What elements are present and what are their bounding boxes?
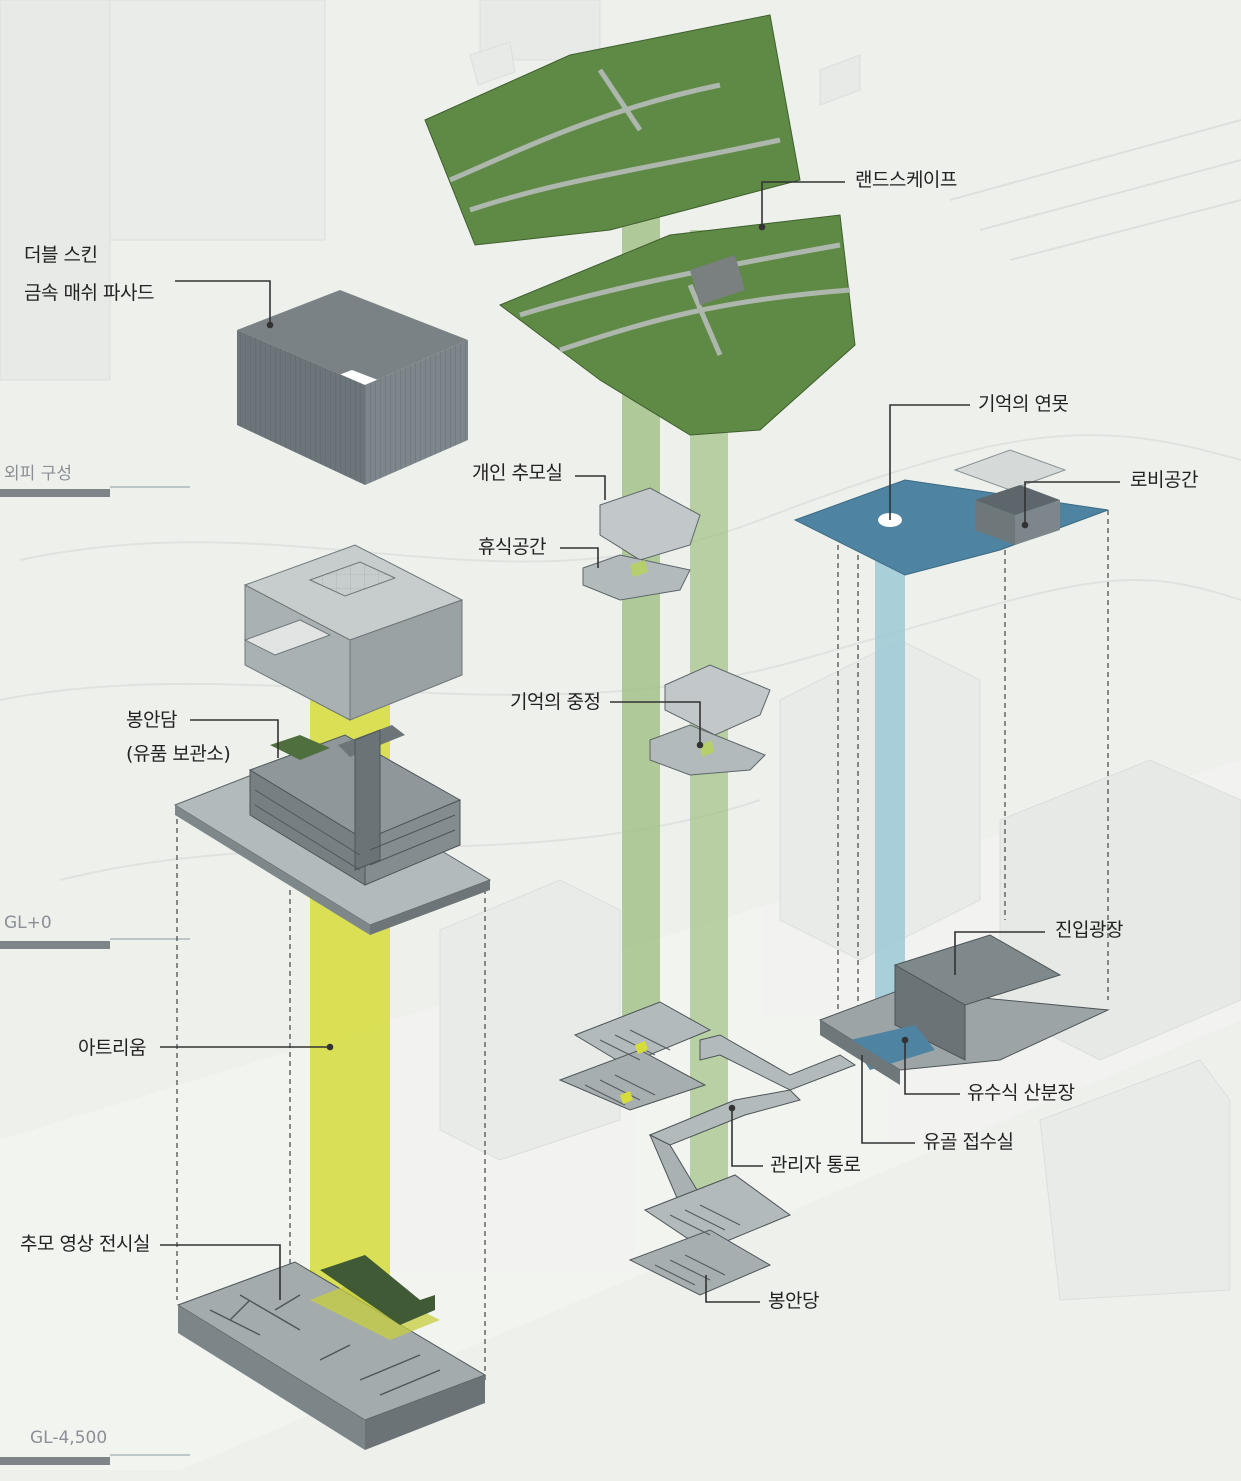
label-enshrinement-wall-2: (유품 보관소) bbox=[126, 742, 230, 766]
level-label-basement: GL-4,500 bbox=[30, 1428, 107, 1448]
memory-pond-lobby bbox=[795, 450, 1108, 575]
label-memory-pond: 기억의 연못 bbox=[978, 392, 1068, 416]
label-running-water-scattering: 유수식 산분장 bbox=[967, 1081, 1074, 1105]
label-private-memorial: 개인 추모실 bbox=[472, 461, 562, 485]
label-double-skin-1: 더블 스킨 bbox=[24, 243, 97, 267]
double-skin-mesh-box bbox=[237, 290, 468, 485]
level-label-ground: GL+0 bbox=[4, 913, 52, 933]
label-enshrinement-hall: 봉안당 bbox=[768, 1289, 819, 1313]
level-label-envelope: 외피 구성 bbox=[4, 459, 72, 484]
label-atrium: 아트리움 bbox=[78, 1036, 146, 1060]
memory-courtyard-rooms bbox=[650, 665, 770, 775]
label-admin-passage: 관리자 통로 bbox=[770, 1153, 860, 1177]
label-memorial-video-hall: 추모 영상 전시실 bbox=[20, 1232, 150, 1256]
label-rest-space: 휴식공간 bbox=[478, 535, 546, 559]
label-double-skin-2: 금속 매쉬 파사드 bbox=[24, 281, 154, 305]
label-lobby: 로비공간 bbox=[1130, 468, 1198, 492]
label-memory-courtyard: 기억의 중정 bbox=[510, 690, 600, 714]
private-memorial-rooms bbox=[583, 488, 700, 600]
label-entry-plaza: 진입광장 bbox=[1055, 918, 1123, 942]
label-enshrinement-wall-1: 봉안담 bbox=[126, 708, 177, 732]
label-ash-reception: 유골 접수실 bbox=[923, 1130, 1013, 1154]
label-landscape: 랜드스케이프 bbox=[855, 168, 957, 192]
